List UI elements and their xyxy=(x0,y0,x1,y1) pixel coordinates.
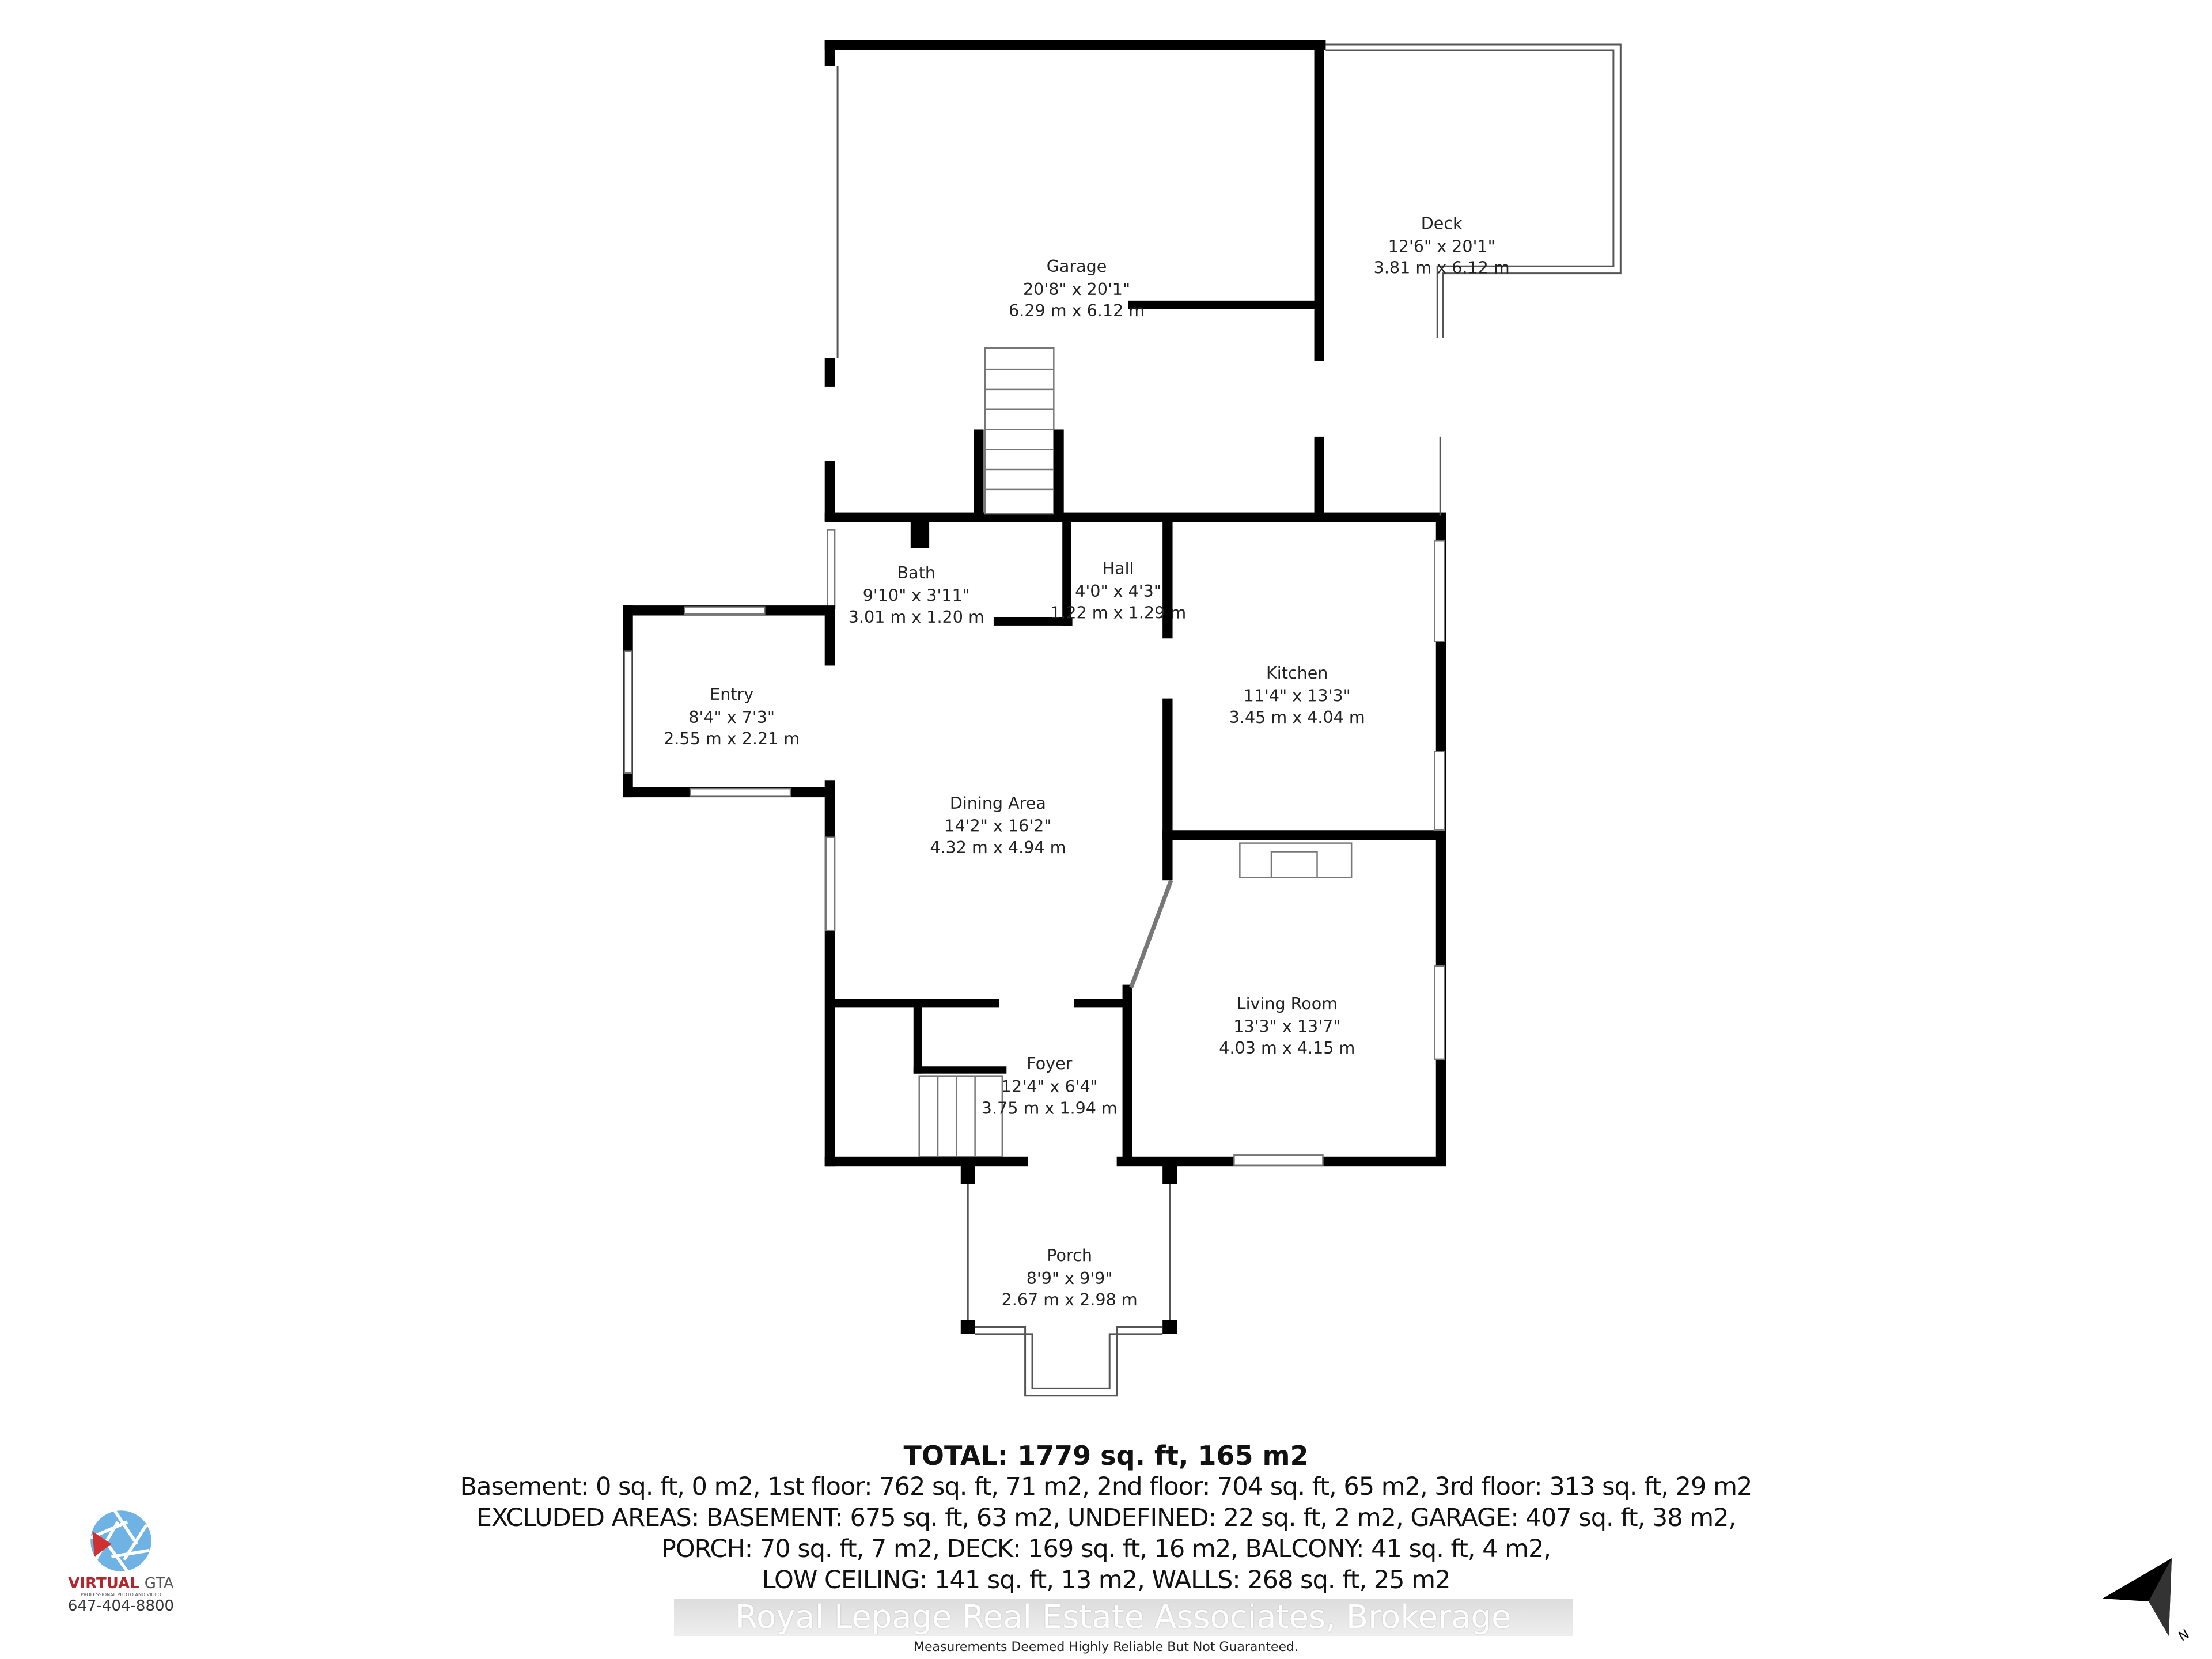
room-garage: Garage 20'8" x 20'1" 6.29 m x 6.12 m xyxy=(1009,256,1145,320)
svg-text:Hall: Hall xyxy=(1103,558,1134,578)
svg-text:4.03 m x 4.15 m: 4.03 m x 4.15 m xyxy=(1219,1038,1355,1058)
svg-text:8'4" x 7'3": 8'4" x 7'3" xyxy=(688,707,775,727)
svg-text:Foyer: Foyer xyxy=(1027,1054,1072,1073)
svg-text:3.81 m x 6.12 m: 3.81 m x 6.12 m xyxy=(1374,258,1510,278)
svg-text:Bath: Bath xyxy=(897,563,935,582)
svg-text:Porch: Porch xyxy=(1047,1245,1092,1265)
north-arrow-icon: N xyxy=(2103,1558,2190,1642)
logo-brand: VIRTUAL GTA xyxy=(68,1575,174,1592)
svg-text:Garage: Garage xyxy=(1047,256,1107,276)
svg-text:Kitchen: Kitchen xyxy=(1266,663,1328,683)
svg-text:2.67 m x 2.98 m: 2.67 m x 2.98 m xyxy=(1002,1290,1138,1309)
svg-text:11'4" x 13'3": 11'4" x 13'3" xyxy=(1244,686,1351,706)
room-hall: Hall 4'0" x 4'3" 1.22 m x 1.29 m xyxy=(1050,558,1186,622)
svg-text:12'6" x 20'1": 12'6" x 20'1" xyxy=(1388,236,1495,256)
svg-text:4'0" x 4'3": 4'0" x 4'3" xyxy=(1075,581,1161,601)
summary-line: LOW CEILING: 141 sq. ft, 13 m2, WALLS: 2… xyxy=(762,1566,1451,1594)
room-kitchen: Kitchen 11'4" x 13'3"3.45 m x 4.04 m xyxy=(1229,663,1365,727)
virtual-gta-logo: VIRTUAL GTA PROFESSIONAL PHOTO AND VIDEO… xyxy=(46,1509,196,1615)
svg-text:3.45 m x 4.04 m: 3.45 m x 4.04 m xyxy=(1229,707,1365,727)
room-bath: Bath 9'10" x 3'11" 3.01 m x 1.20 m xyxy=(849,563,984,627)
svg-text:13'3" x 13'7": 13'3" x 13'7" xyxy=(1233,1017,1340,1036)
svg-text:3.75 m x 1.94 m: 3.75 m x 1.94 m xyxy=(982,1098,1118,1118)
svg-text:Dining Area: Dining Area xyxy=(950,793,1046,813)
disclaimer: Measurements Deemed Highly Reliable But … xyxy=(913,1640,1299,1654)
svg-text:2.55 m x 2.21 m: 2.55 m x 2.21 m xyxy=(664,729,800,748)
room-dining-area: Dining Area 14'2" x 16'2" 4.32 m x 4.94 m xyxy=(930,793,1066,857)
svg-text:1.22 m x 1.29 m: 1.22 m x 1.29 m xyxy=(1050,603,1186,622)
area-summary: TOTAL: 1779 sq. ft, 165 m2 Basement: 0 s… xyxy=(0,1440,2212,1596)
svg-text:14'2" x 16'2": 14'2" x 16'2" xyxy=(944,816,1051,836)
room-labels: Garage 20'8" x 20'1" 6.29 m x 6.12 m Deck 1… xyxy=(664,214,1510,1310)
svg-text:6.29 m x 6.12 m: 6.29 m x 6.12 m xyxy=(1009,301,1145,320)
summary-line: Basement: 0 sq. ft, 0 m2, 1st floor: 762… xyxy=(460,1472,1753,1501)
walls xyxy=(623,40,1622,1397)
room-living-room: Living Room 13'3" x 13'7" 4.03 m x 4.15 m xyxy=(1219,994,1355,1058)
logo-phone: 647-404-8800 xyxy=(67,1597,175,1615)
room-entry: Entry 8'4" x 7'3" 2.55 m x 2.21 m xyxy=(664,684,800,748)
svg-text:Entry: Entry xyxy=(710,684,753,704)
room-foyer: Foyer 12'4" x 6'4" 3.75 m x 1.94 m xyxy=(982,1054,1118,1118)
svg-text:9'10" x 3'11": 9'10" x 3'11" xyxy=(863,586,970,605)
svg-text:4.32 m x 4.94 m: 4.32 m x 4.94 m xyxy=(930,838,1066,857)
room-porch: Porch 8'9" x 9'9" 2.67 m x 2.98 m xyxy=(1002,1245,1138,1309)
camera-aperture-icon xyxy=(90,1509,151,1573)
svg-text:N: N xyxy=(2176,1627,2190,1642)
logo-tagline: PROFESSIONAL PHOTO AND VIDEO xyxy=(81,1592,161,1597)
svg-text:8'9" x 9'9": 8'9" x 9'9" xyxy=(1027,1268,1113,1288)
svg-text:20'8" x 20'1": 20'8" x 20'1" xyxy=(1023,279,1130,299)
room-deck: Deck 12'6" x 20'1"3.81 m x 6.12 m xyxy=(1374,214,1510,278)
svg-text:Deck: Deck xyxy=(1421,214,1463,233)
summary-line: PORCH: 70 sq. ft, 7 m2, DECK: 169 sq. ft… xyxy=(661,1535,1551,1563)
summary-line: EXCLUDED AREAS: BASEMENT: 675 sq. ft, 63… xyxy=(476,1503,1736,1532)
svg-text:3.01 m x 1.20 m: 3.01 m x 1.20 m xyxy=(849,607,984,627)
svg-text:Living Room: Living Room xyxy=(1237,994,1338,1013)
svg-text:12'4" x 6'4": 12'4" x 6'4" xyxy=(1001,1077,1098,1096)
total-area: TOTAL: 1779 sq. ft, 165 m2 xyxy=(903,1440,1309,1471)
brokerage-watermark: Royal Lepage Real Estate Associates, Bro… xyxy=(674,1599,1573,1636)
